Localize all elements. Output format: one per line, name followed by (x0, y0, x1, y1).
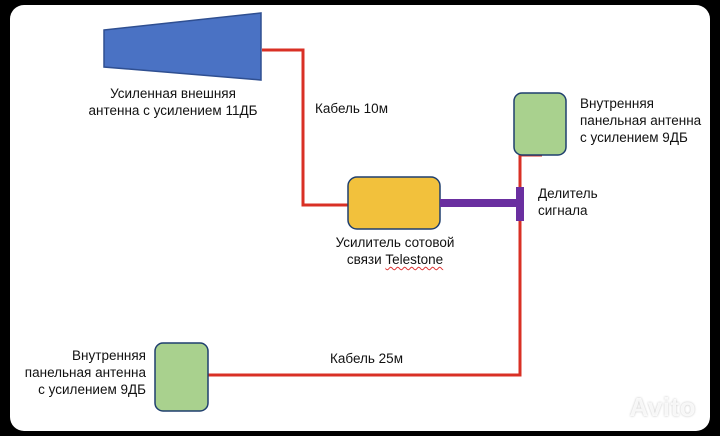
splitter-label: Делитель сигнала (538, 186, 598, 218)
external-antenna-shape (103, 12, 262, 81)
amplifier-brand: Telestone (385, 252, 444, 267)
amplifier-shape (347, 176, 441, 230)
avito-watermark: Avito (629, 392, 696, 422)
splitter-connector (440, 199, 518, 207)
cable-25m (208, 217, 522, 377)
cable-10m (262, 48, 348, 207)
panel-antenna-top-shape (513, 92, 567, 156)
panel-antenna-bottom-shape (154, 342, 209, 412)
diagram-svg (103, 12, 567, 412)
external-antenna-label-line2: антенна с усилением 11ДБ (88, 103, 258, 118)
cable-10m-label: Кабель 10м (315, 101, 388, 116)
panel-antenna-top-label: Внутренняя панельная антенна с усилением… (580, 96, 702, 145)
external-antenna-label: Усиленная внешняя антенна с усилением 11… (68, 85, 278, 119)
amplifier-label: Усилитель сотовой связи Telestone (335, 235, 455, 267)
splitter-bar (516, 187, 524, 221)
external-antenna-label-line1: Усиленная внешняя (110, 86, 236, 101)
cable-25m-label: Кабель 25м (330, 351, 403, 366)
diagram-canvas: Усиленная внешняя антенна с усилением 11… (10, 5, 710, 431)
panel-antenna-bottom-label: Внутренняя панельная антенна с усилением… (24, 348, 146, 397)
